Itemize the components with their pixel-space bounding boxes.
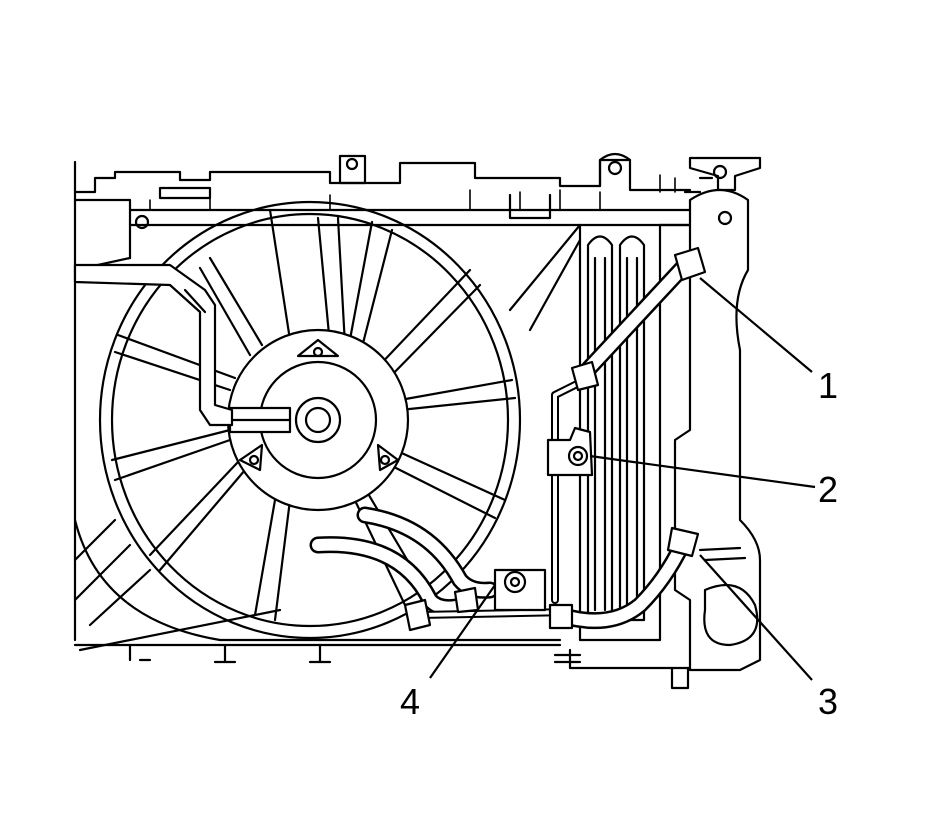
callout-lines xyxy=(429,277,816,681)
fan-wiring-harness xyxy=(73,263,234,427)
callout-label-3: 3 xyxy=(818,681,839,722)
bracket-2 xyxy=(546,426,594,477)
callout-label-2: 2 xyxy=(818,469,839,510)
callout-line-1 xyxy=(699,277,813,373)
radiator xyxy=(553,189,762,690)
radiator-cap xyxy=(683,156,762,194)
bracket-4 xyxy=(493,568,547,612)
callout-line-2 xyxy=(589,454,816,489)
callout-label-4: 4 xyxy=(400,681,421,722)
fan-shroud xyxy=(73,223,582,664)
cooler-lines xyxy=(548,246,707,630)
callout-line-4 xyxy=(429,584,496,679)
radiator-support-frame xyxy=(73,152,692,642)
fan-motor xyxy=(226,328,410,512)
callout-label-1: 1 xyxy=(818,365,839,406)
callout-line-3 xyxy=(699,554,813,681)
cooler-hoses-lower xyxy=(309,506,574,632)
